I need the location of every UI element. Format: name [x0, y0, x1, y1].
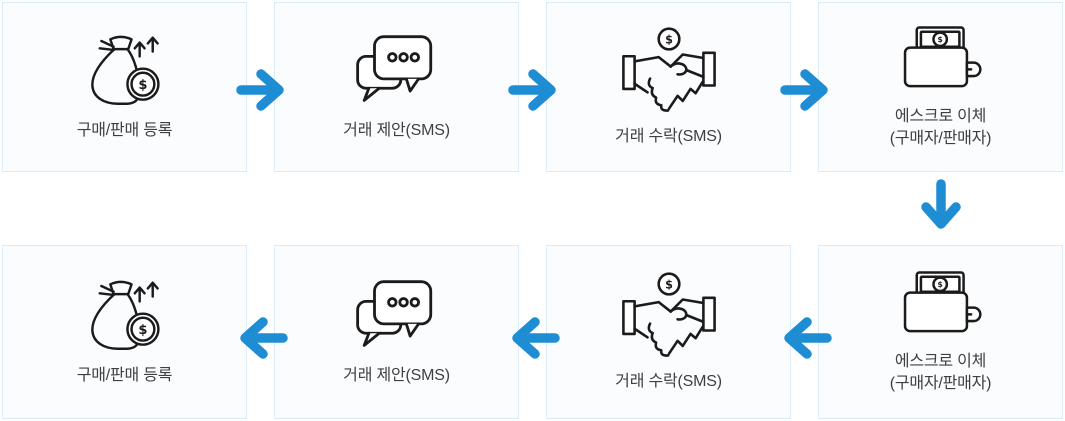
arrow-left-icon — [780, 315, 832, 361]
arrow-right-icon — [780, 67, 832, 113]
arrow-right-icon — [236, 67, 288, 113]
arrow-left-icon — [508, 315, 560, 361]
wallet-icon — [895, 24, 987, 93]
chat-sms-icon — [350, 277, 444, 352]
arrow-right-icon — [508, 67, 560, 113]
chat-sms-icon — [350, 32, 444, 107]
arrow-left-icon — [236, 315, 288, 361]
wallet-icon — [895, 269, 987, 338]
step-label: 거래 제안(SMS) — [343, 122, 450, 140]
handshake-icon — [619, 27, 719, 113]
step-escrow-top: 에스크로 이체 (구매자/판매자) — [818, 2, 1063, 172]
step-register-top: 구매/판매 등록 — [2, 2, 247, 172]
step-register-bottom: 구매/판매 등록 — [2, 245, 247, 419]
step-label: 에스크로 이체 (구매자/판매자) — [889, 353, 992, 392]
money-bag-icon — [80, 277, 170, 352]
step-accept-bottom: 거래 수락(SMS) — [546, 245, 791, 419]
step-propose-top: 거래 제안(SMS) — [274, 2, 519, 172]
step-label: 거래 제안(SMS) — [343, 367, 450, 385]
step-label: 구매/판매 등록 — [76, 122, 173, 140]
step-label: 거래 수락(SMS) — [615, 127, 722, 145]
step-accept-top: 거래 수락(SMS) — [546, 2, 791, 172]
step-label: 구매/판매 등록 — [76, 367, 173, 385]
money-bag-icon — [80, 32, 170, 107]
handshake-icon — [619, 272, 719, 358]
step-label: 에스크로 이체 (구매자/판매자) — [889, 108, 992, 147]
arrow-down-icon — [919, 179, 963, 237]
step-escrow-bottom: 에스크로 이체 (구매자/판매자) — [818, 245, 1063, 419]
step-propose-bottom: 거래 제안(SMS) — [274, 245, 519, 419]
step-label: 거래 수락(SMS) — [615, 372, 722, 390]
